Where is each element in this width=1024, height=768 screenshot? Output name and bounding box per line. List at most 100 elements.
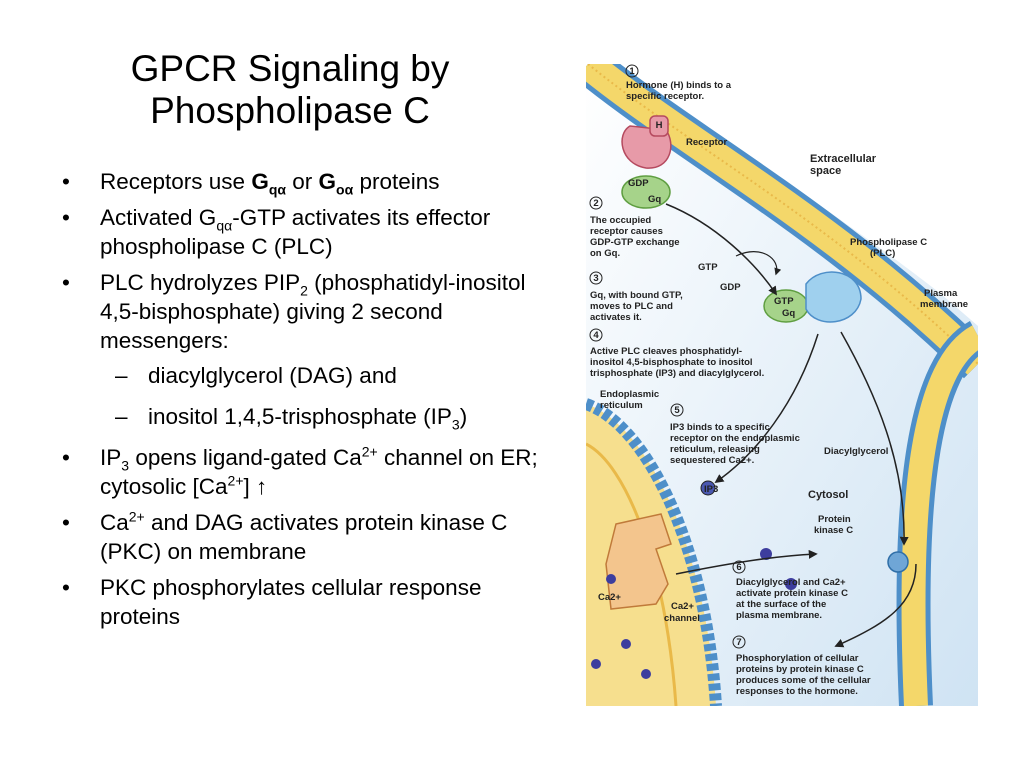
ca-ion xyxy=(621,639,631,649)
sub-bullet-dag: diacylglycerol (DAG) and xyxy=(100,361,560,390)
bullet-text: -GTP activates its effector phospholipas… xyxy=(100,205,491,259)
step-7-line-4: responses to the hormone. xyxy=(736,686,858,697)
protein-kinase-c-shape xyxy=(887,551,909,573)
g-protein-subscript: oα xyxy=(336,181,354,198)
step-3-line-2: moves to PLC and xyxy=(590,301,673,312)
bullet-text: channel on ER; cytosolic [Ca xyxy=(100,445,538,499)
step-2-num: 2 xyxy=(593,198,598,209)
extracellular-region xyxy=(586,64,978,326)
step-5-line-2: receptor on the endoplasmic xyxy=(670,433,800,444)
ip3-molecule xyxy=(700,480,716,496)
step-4-line-1: Active PLC cleaves phosphatidyl- xyxy=(590,346,742,357)
arrow-dag xyxy=(840,331,909,546)
bullet-activated-gq: Activated Gqα-GTP activates its effector… xyxy=(60,203,560,261)
step-5-num: 5 xyxy=(674,405,680,416)
plc-label-1: Phospholipase C xyxy=(850,237,927,248)
pkc-label-2: kinase C xyxy=(814,525,853,536)
extracellular-label-1: Extracellular xyxy=(810,153,877,165)
step-7-marker xyxy=(732,635,746,649)
ca-ion xyxy=(760,548,772,560)
step-4-num: 4 xyxy=(593,330,599,341)
arrow-ip3 xyxy=(714,333,819,484)
step-2-line-4: on Gq. xyxy=(590,248,620,259)
step-5-line-3: reticulum, releasing xyxy=(670,444,760,455)
slide-title: GPCR Signaling by Phospholipase C xyxy=(40,48,540,132)
ca-ion xyxy=(641,669,651,679)
bullet-text: Ca xyxy=(100,510,129,535)
g-protein-symbol: G xyxy=(318,169,337,194)
subscript: 2 xyxy=(300,282,308,299)
gtp-label-2: GTP xyxy=(774,296,794,307)
superscript: 2+ xyxy=(128,508,145,525)
step-6-num: 6 xyxy=(736,562,741,573)
gq-label-1: Gq xyxy=(648,194,661,205)
ca-label: Ca2+ xyxy=(598,592,621,603)
superscript: 2+ xyxy=(361,443,378,460)
ca-ion xyxy=(606,574,616,584)
plasma-membrane-label-1: Plasma xyxy=(924,288,958,299)
step-5-marker xyxy=(670,403,684,417)
step-1-marker xyxy=(625,64,639,78)
bullet-text: (phosphatidyl-inositol 4,5-bisphosphate)… xyxy=(100,270,526,353)
gtp-label: GTP xyxy=(698,262,718,273)
step-4-marker xyxy=(589,328,603,342)
signaling-diagram: 1 Hormone (H) binds to a specific recept… xyxy=(586,64,978,706)
step-7-line-2: proteins by protein kinase C xyxy=(736,664,864,675)
ca-channel-label-1: Ca2+ xyxy=(671,601,694,612)
step-2-marker xyxy=(589,196,603,210)
step-2-line-3: GDP-GTP exchange xyxy=(590,237,680,248)
sub-bullet-ip3: inositol 1,4,5-trisphosphate (IP3) xyxy=(100,402,560,433)
arrow-gtp-exchange xyxy=(735,251,782,276)
sub-bullet-list: diacylglycerol (DAG) and inositol 1,4,5-… xyxy=(100,361,560,433)
subscript: qα xyxy=(216,217,233,234)
bullet-text: ) xyxy=(459,404,468,429)
step-6-line-2: activate protein kinase C xyxy=(736,588,848,599)
ca-ion xyxy=(785,578,797,590)
bullet-text: PLC hydrolyzes PIP xyxy=(100,270,301,295)
bullet-text: proteins xyxy=(353,169,440,194)
step-2-line-2: receptor causes xyxy=(590,226,663,237)
er-label-1: Endoplasmic xyxy=(600,389,659,400)
diacylglycerol-label: Diacylglycerol xyxy=(824,446,888,457)
step-6-marker xyxy=(732,560,746,574)
step-3-marker xyxy=(589,271,603,285)
bullet-text: or xyxy=(286,169,319,194)
step-2-line-1: The occupied xyxy=(590,215,651,226)
bullet-text: opens ligand-gated Ca xyxy=(129,445,362,470)
title-line-2: Phospholipase C xyxy=(150,90,430,131)
step-3-line-1: Gq, with bound GTP, xyxy=(590,290,683,301)
arrow-pkc-response xyxy=(834,563,917,648)
gq-label-2: Gq xyxy=(782,308,795,319)
g-protein-subscript: qα xyxy=(268,181,287,198)
bullet-ca-dag: Ca2+ and DAG activates protein kinase C … xyxy=(60,508,560,566)
gdp-label: GDP xyxy=(628,178,649,189)
hormone-label: H xyxy=(656,120,663,131)
step-3-num: 3 xyxy=(593,273,598,284)
bullet-text: ] ↑ xyxy=(243,474,268,499)
ip3-label: IP3 xyxy=(704,484,718,495)
plasma-membrane-core xyxy=(586,64,978,375)
subscript: 3 xyxy=(451,416,460,433)
ca-channel-label-2: channel xyxy=(664,613,700,624)
bullet-text: and DAG activates protein kinase C (PKC)… xyxy=(100,510,508,564)
title-line-1: GPCR Signaling by xyxy=(130,48,450,89)
g-protein-symbol: G xyxy=(251,169,269,194)
step-4-line-2: inositol 4,5-bisphosphate to inositol xyxy=(590,357,753,368)
hormone-shape xyxy=(649,115,669,137)
bullet-plc-hydrolyzes: PLC hydrolyzes PIP2 (phosphatidyl-inosit… xyxy=(60,268,560,433)
subscript: 3 xyxy=(121,457,130,474)
step-1-line-1: Hormone (H) binds to a xyxy=(626,80,732,91)
ca-ion xyxy=(591,659,601,669)
plasma-membrane-right-core xyxy=(901,325,978,706)
step-1-num: 1 xyxy=(629,66,635,77)
arrow-ca-release xyxy=(675,549,818,575)
cytosol-label: Cytosol xyxy=(808,489,848,501)
bullet-text: inositol 1,4,5-trisphosphate (IP xyxy=(148,404,452,429)
step-7-line-1: Phosphorylation of cellular xyxy=(736,653,859,664)
arrow-gq-to-plc xyxy=(665,203,777,296)
bullet-ip3-opens: IP3 opens ligand-gated Ca2+ channel on E… xyxy=(60,443,560,501)
step-4-line-3: trisphosphate (IP3) and diacylglycerol. xyxy=(590,368,764,379)
bullet-list: Receptors use Gqα or Goα proteins Activa… xyxy=(60,167,560,638)
bullet-pkc: PKC phosphorylates cellular response pro… xyxy=(60,573,560,631)
pkc-label-1: Protein xyxy=(818,514,851,525)
